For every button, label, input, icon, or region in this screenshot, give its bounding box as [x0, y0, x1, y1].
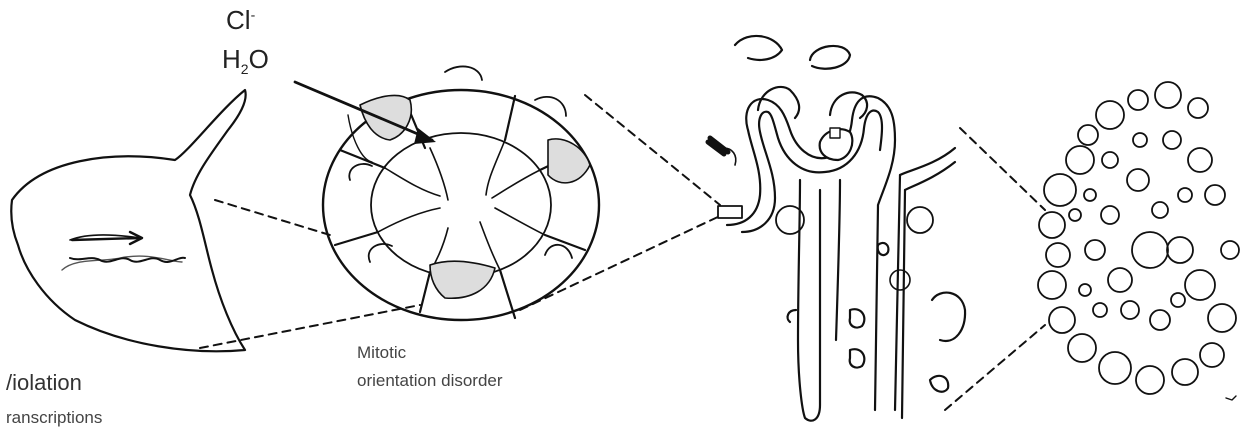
caption-mitotic: Mitotic	[357, 343, 406, 363]
chloride-charge: -	[251, 6, 256, 22]
nephron-tubule	[708, 36, 965, 421]
caption-violation: /iolation	[6, 370, 82, 396]
water-subscript: 2	[241, 61, 249, 77]
cyst-cluster	[1038, 82, 1239, 394]
epithelial-ring	[323, 66, 599, 320]
connector-lines-left	[200, 200, 420, 348]
caption-transcriptions: ranscriptions	[6, 408, 102, 428]
single-cell	[11, 90, 245, 351]
chloride-label: Cl-	[226, 5, 255, 36]
caption-orientation-disorder: orientation disorder	[357, 371, 503, 391]
water-label: H2O	[222, 44, 269, 77]
connector-lines-right	[945, 128, 1045, 410]
